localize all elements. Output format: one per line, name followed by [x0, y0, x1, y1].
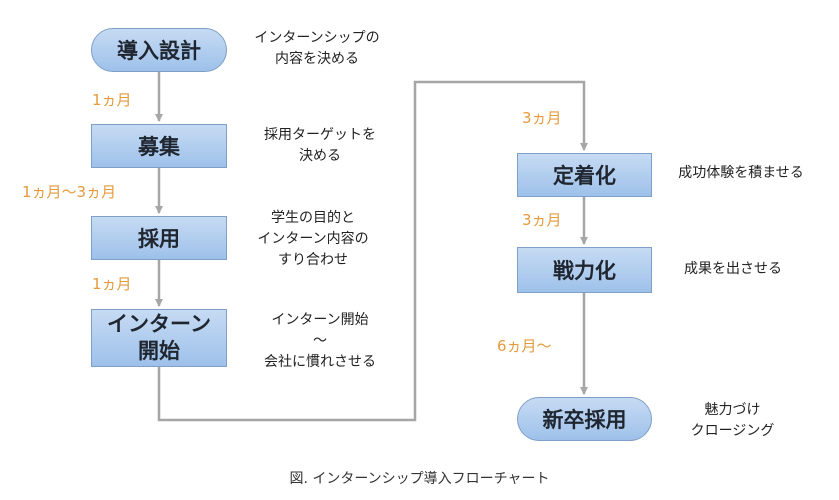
note-hire-line-2: インターン内容の — [257, 231, 369, 247]
note-new-grad-hiring-line-2: クロージング — [690, 423, 775, 439]
note-internship-start-line-1: インターン開始 — [271, 312, 369, 328]
node-productive: 戦力化 — [517, 247, 652, 293]
duration-productive-to-hiring: 6ヵ月～ — [497, 337, 552, 355]
note-hire-line-3: すり合わせ — [278, 252, 348, 268]
note-internship-start-line-2: ～ — [313, 333, 327, 349]
note-recruit-line-2: 決める — [299, 148, 341, 164]
note-retention: 成功体験を積ませる — [661, 163, 821, 184]
node-recruit: 募集 — [91, 124, 227, 168]
note-productive-line-1: 成果を出させる — [684, 261, 782, 277]
node-new-grad-hiring: 新卒採用 — [517, 397, 652, 441]
duration-design-to-recruit: 1ヵ月 — [92, 91, 132, 109]
node-internship-start: インターン 開始 — [91, 309, 227, 367]
note-recruit-line-1: 採用ターゲットを — [264, 127, 376, 143]
note-design-line-2: 内容を決める — [275, 51, 359, 67]
note-new-grad-hiring-line-1: 魅力づけ — [704, 402, 761, 418]
duration-internship-to-retention: 3ヵ月 — [522, 109, 562, 127]
duration-recruit-to-hire: 1ヵ月～3ヵ月 — [22, 183, 117, 201]
note-recruit: 採用ターゲットを 決める — [245, 125, 395, 167]
duration-retention-to-productive: 3ヵ月 — [522, 211, 562, 229]
note-retention-line-1: 成功体験を積ませる — [678, 165, 804, 181]
node-hire: 採用 — [91, 216, 227, 260]
node-internship-start-line-1: インターン — [107, 312, 211, 336]
duration-hire-to-internship: 1ヵ月 — [92, 275, 132, 293]
note-design: インターンシップの 内容を決める — [237, 28, 397, 70]
note-design-line-1: インターンシップの — [254, 30, 380, 46]
note-hire: 学生の目的と インターン内容の すり合わせ — [240, 208, 386, 271]
note-hire-line-1: 学生の目的と — [271, 210, 355, 226]
node-retention: 定着化 — [517, 153, 652, 197]
figure-caption: 図. インターンシップ導入フローチャート — [289, 471, 550, 487]
note-internship-start-line-3: 会社に慣れさせる — [264, 354, 376, 370]
note-new-grad-hiring: 魅力づけ クロージング — [675, 400, 790, 442]
note-productive: 成果を出させる — [668, 259, 798, 280]
arrow-n4-n5 — [157, 80, 588, 422]
note-internship-start: インターン開始 ～ 会社に慣れさせる — [245, 310, 395, 373]
node-internship-start-line-2: 開始 — [138, 339, 180, 363]
node-design: 導入設計 — [91, 28, 227, 72]
